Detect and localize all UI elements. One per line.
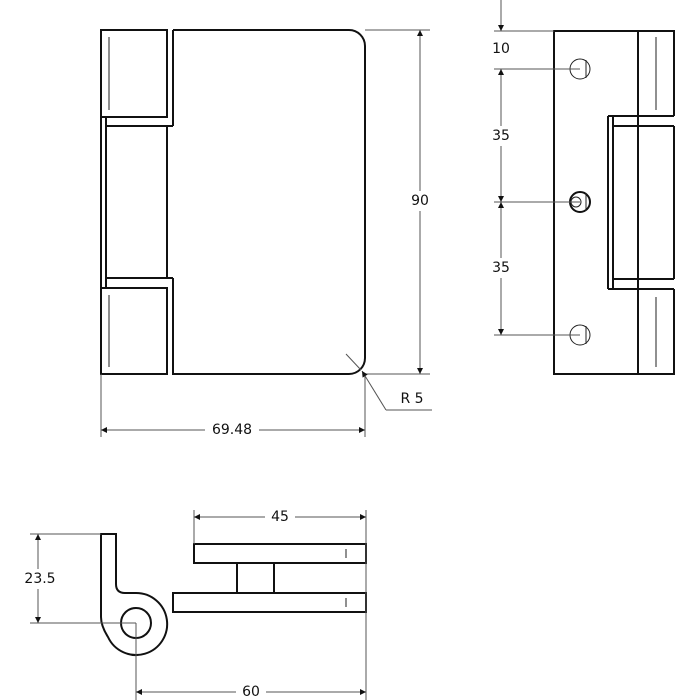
clamp-plate bbox=[193, 543, 367, 564]
hole-spacing-label-2: 35 bbox=[492, 260, 510, 276]
lower-knuckle bbox=[100, 287, 168, 375]
bottom-view: 45 60 23.5 bbox=[20, 507, 367, 700]
knuckle-recess bbox=[100, 117, 173, 288]
radius-label: R 5 bbox=[400, 391, 423, 407]
front-view: 90 69.48 R 5 bbox=[100, 29, 432, 440]
height-dimension-label: 90 bbox=[411, 193, 429, 209]
hole-spacing-label-1: 35 bbox=[492, 128, 510, 144]
overall-dimension-label: 60 bbox=[242, 684, 260, 700]
top-offset-label: 10 bbox=[492, 41, 510, 57]
width-dimension-label: 69.48 bbox=[212, 422, 252, 438]
clamp-stem bbox=[236, 563, 275, 593]
side-knuckle bbox=[607, 30, 675, 375]
upper-knuckle bbox=[100, 29, 168, 118]
door-leaf bbox=[172, 29, 366, 375]
knuckle-height-label: 23.5 bbox=[24, 571, 55, 587]
side-view: 10 35 35 bbox=[490, 0, 675, 375]
knuckle-profile bbox=[100, 533, 169, 656]
leaf-width-label: 45 bbox=[271, 509, 289, 525]
leaf-bar bbox=[172, 592, 367, 613]
radius-leader bbox=[361, 370, 387, 411]
